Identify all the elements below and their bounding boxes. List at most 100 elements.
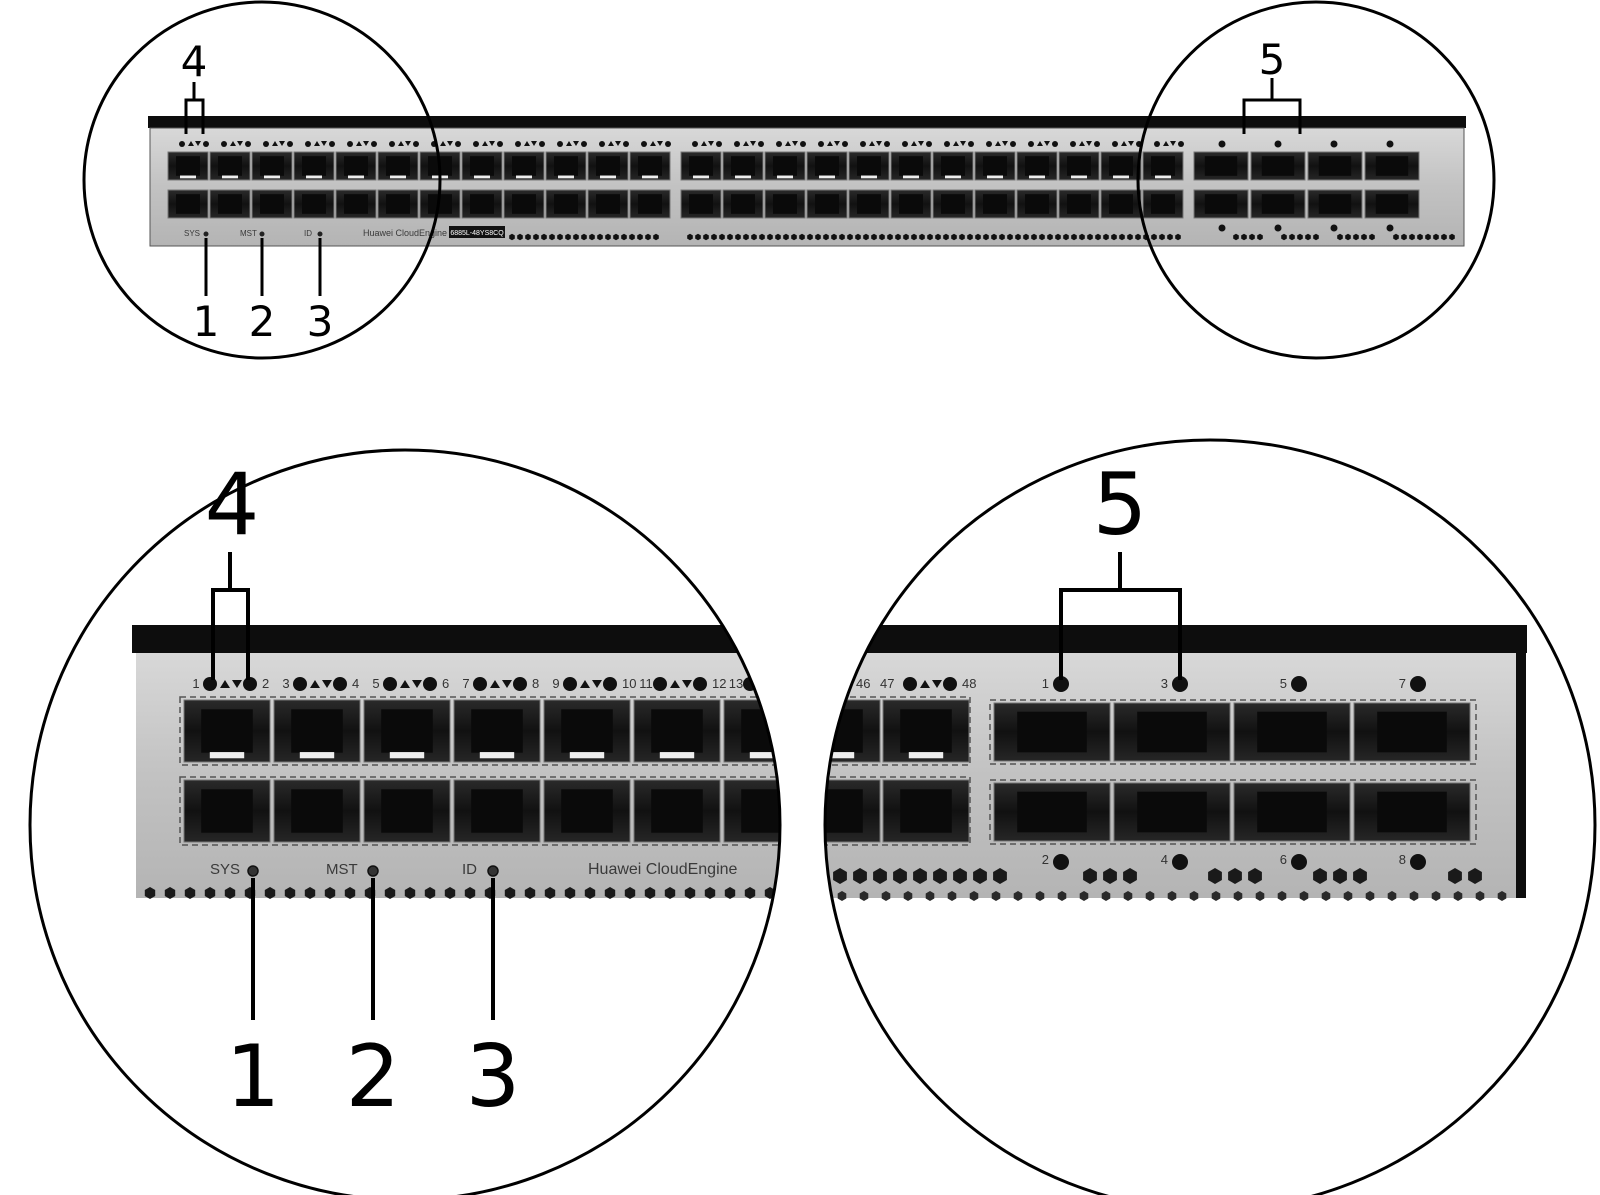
port-led	[513, 677, 527, 691]
port-led	[1094, 141, 1100, 147]
port-led	[758, 141, 764, 147]
port-led	[563, 677, 577, 691]
port-led	[305, 141, 311, 147]
link-arrow-down	[573, 141, 579, 146]
vent-hole	[703, 233, 709, 241]
vent-hole	[264, 887, 276, 899]
vent-hole	[1151, 233, 1157, 241]
vent-hole	[1409, 891, 1419, 901]
link-arrow-up	[310, 680, 320, 688]
link-arrow-down	[834, 141, 840, 146]
sfp-port-top-latch	[819, 175, 835, 179]
vent-hole	[573, 233, 579, 241]
link-arrow-up	[911, 141, 917, 146]
vent-hole	[807, 233, 813, 241]
uplink-led	[1218, 224, 1226, 232]
link-arrow-up	[869, 141, 875, 146]
link-arrow-down	[321, 141, 327, 146]
qsfp-port-top-cavity	[1137, 711, 1207, 753]
sfp-port-top-cavity	[773, 156, 797, 176]
port-led	[776, 141, 782, 147]
link-arrow-down	[405, 141, 411, 146]
sfp-port-top-cavity	[1109, 156, 1133, 176]
vent-hole	[604, 887, 616, 899]
link-arrow-down	[1044, 141, 1050, 146]
port-number: 5	[372, 676, 379, 691]
sfp-port-top-cavity	[689, 156, 713, 176]
uplink-led	[1218, 140, 1226, 148]
link-arrow-down	[279, 141, 285, 146]
vent-hole	[1449, 233, 1455, 241]
link-arrow-down	[840, 680, 850, 688]
vent-hole	[735, 233, 741, 241]
vent-hole	[1257, 233, 1263, 241]
vent-hole	[1095, 233, 1101, 241]
vent-hole	[969, 891, 979, 901]
vent-hole	[953, 868, 967, 884]
sfp-port-bottom-cavity	[596, 194, 620, 214]
vent-hole	[1211, 891, 1221, 901]
link-arrow-down	[502, 680, 512, 688]
uplink-port-number: 6	[1280, 852, 1287, 867]
port-led	[783, 677, 797, 691]
port-led	[497, 141, 503, 147]
sfp-port-top-cavity	[941, 156, 965, 176]
link-arrow-down	[750, 141, 756, 146]
zoom-circle-left-top	[82, 0, 442, 360]
link-arrow-up	[650, 141, 656, 146]
uplink-port-number: 8	[1399, 852, 1406, 867]
id-indicator-small	[317, 231, 323, 237]
port-led	[455, 141, 461, 147]
vent-hole	[695, 233, 701, 241]
downlink-port-group-1	[167, 151, 671, 219]
vent-hole	[837, 891, 847, 901]
vent-hole	[951, 233, 957, 241]
port-led	[203, 677, 217, 691]
port-led	[693, 677, 707, 691]
vent-hole	[533, 233, 539, 241]
port-led	[581, 141, 587, 147]
vent-hole	[684, 887, 696, 899]
port-led	[263, 141, 269, 147]
vent-hole	[1299, 891, 1309, 901]
vent-hole	[1035, 891, 1045, 901]
sfp-port-bottom-cavity	[773, 194, 797, 214]
vent-hole	[1425, 233, 1431, 241]
vent-hole	[509, 233, 515, 241]
port-led	[179, 141, 185, 147]
sfp-port-bottom-cavity	[1067, 194, 1091, 214]
sfp-port-top-cavity	[899, 156, 923, 176]
sfp-port-top-latch	[659, 752, 695, 759]
vent-hole	[1063, 233, 1069, 241]
vent-hole	[1039, 233, 1045, 241]
sfp-port-top-latch	[825, 752, 855, 759]
link-arrow-up	[356, 141, 362, 146]
vent-hole	[1441, 233, 1447, 241]
qsfp-port-top-cavity	[1017, 711, 1087, 753]
sfp-port-top-cavity	[291, 709, 343, 753]
port-led	[371, 141, 377, 147]
sfp-port-bottom-cavity	[900, 789, 952, 833]
sfp-port-bottom-cavity	[218, 194, 242, 214]
vent-hole	[999, 233, 1005, 241]
port-led	[1028, 141, 1034, 147]
sfp-port-top-cavity	[815, 156, 839, 176]
link-arrow-down	[960, 141, 966, 146]
vent-hole	[959, 233, 965, 241]
vent-hole	[1101, 891, 1111, 901]
vent-hole	[743, 233, 749, 241]
vent-hole	[1468, 868, 1482, 884]
vent-hole	[1057, 891, 1067, 901]
sfp-port-bottom-cavity	[815, 194, 839, 214]
vent-hole	[304, 887, 316, 899]
sfp-port-top-latch	[1071, 175, 1087, 179]
zoom-right-side-edge	[1516, 625, 1526, 898]
sfp-port-bottom-cavity	[381, 789, 433, 833]
vent-hole	[1369, 233, 1375, 241]
uplink-led	[1274, 224, 1282, 232]
port-led	[968, 141, 974, 147]
sys-indicator-small	[203, 231, 209, 237]
sfp-port-top-latch	[642, 175, 658, 179]
vent-hole	[759, 233, 765, 241]
